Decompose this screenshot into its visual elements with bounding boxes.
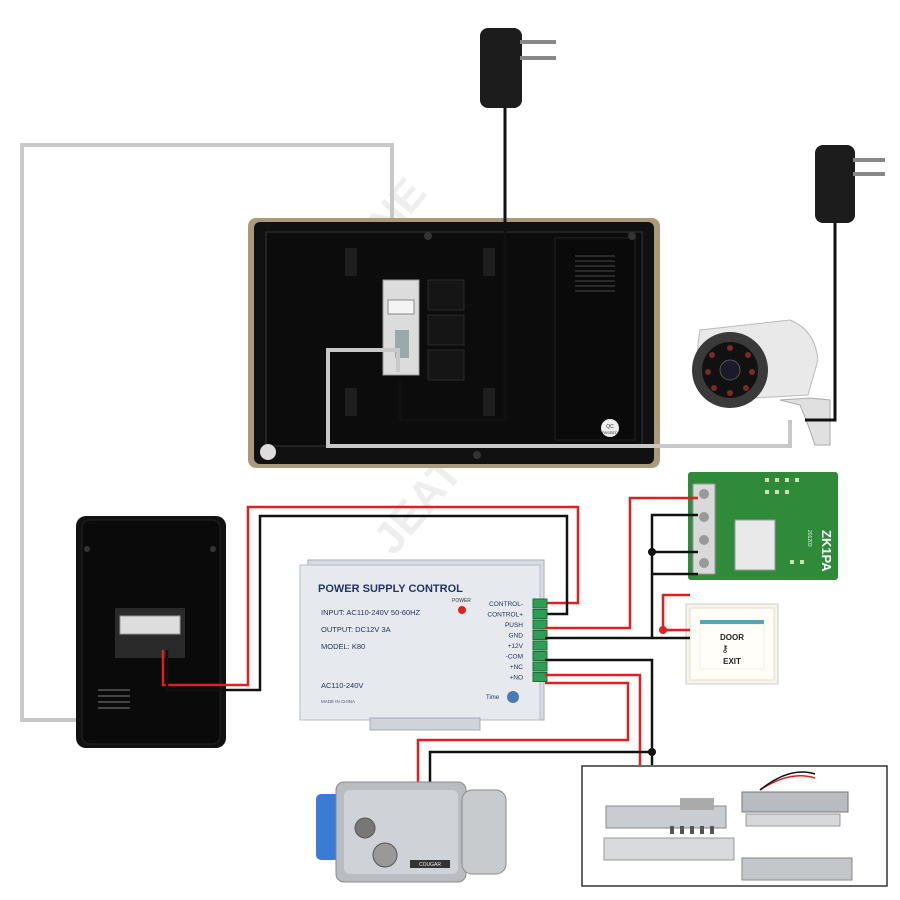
magnetic-lock [741,791,849,813]
terminal-block-0 [532,598,548,609]
lock-options-box [581,765,888,887]
exit-button-wires [652,628,690,640]
key-icon: ⚷ [721,644,728,655]
bolt-lock [605,805,727,829]
psu-terminal-blocks [532,598,548,682]
psu-time-label: Time [486,695,500,701]
exit-top-label: DOOR [720,633,744,642]
indoor-monitor: QC PASSED [248,218,660,468]
relay-code: 201203 [806,530,812,547]
terminal-label-1: CONTROL+ [487,612,523,619]
terminal-label-0: CONTROL- [489,601,523,608]
psu-ac: AC110-240V [321,681,363,690]
speaker-grill [575,255,615,292]
exit-button: DOOR ⚷ EXIT [685,603,779,685]
psu-title: POWER SUPPLY CONTROL [318,583,463,595]
terminal-label-2: PUSH [505,622,523,629]
relay-label: ZK1PA [819,530,834,572]
terminal-block-6 [532,661,548,672]
psu-output: OUTPUT: DC12V 3A [321,625,391,634]
power-supply-box: POWER SUPPLY CONTROL POWER INPUT: AC110-… [299,559,545,731]
time-knob [507,691,519,703]
qc-sub-label: PASSED [602,430,618,435]
outdoor-connector [119,615,181,635]
psu-input: INPUT: AC110-240V 50-60HZ [321,608,420,617]
relay-board: ZK1PA 201203 [688,472,838,580]
psu-terminal-labels: CONTROL- CONTROL+ PUSH GND +12V -COM +NC +NO [487,601,523,682]
red-wire-relay [545,496,698,630]
terminal-block-2 [532,619,548,630]
qc-label: QC [606,424,614,430]
power-adapter-1 [480,28,556,108]
terminal-block-4 [532,640,548,651]
black-wire-relay [545,513,698,640]
electric-lock: COUGAR [316,781,507,883]
monitor-connector-board [382,279,420,376]
electric-strike [741,857,853,881]
terminal-label-7: +NO [509,675,523,682]
terminal-block-5 [532,651,548,661]
gray-wire-camera [326,348,792,448]
psu-model: MODEL: K80 [321,642,365,651]
terminal-block-7 [532,672,548,682]
terminal-label-4: +12V [508,643,524,650]
exit-bottom-label: EXIT [723,657,741,666]
red-wire-outdoor [161,505,580,687]
black-wire-outdoor [165,514,569,692]
qc-sticker [601,419,619,437]
black-wire-adapter-monitor [398,108,507,422]
lock-wires-red [416,673,642,790]
power-led [458,606,466,614]
lock-wires-black [428,658,654,790]
terminal-block-3 [532,630,548,640]
terminal-label-3: GND [509,633,524,640]
psu-made-in: MADE IN CHINA [321,699,355,704]
camera [692,319,831,446]
black-junction-dot-2 [648,748,656,756]
red-junction-dot [659,626,667,634]
terminal-block-1 [532,609,548,619]
power-label: POWER [452,598,471,604]
strike-plate [603,837,735,861]
power-adapter-2 [815,145,885,223]
terminal-label-6: +NC [510,664,523,671]
black-junction-dot-1 [648,548,656,556]
lock-brand: COUGAR [419,862,441,868]
outdoor-unit [76,516,226,748]
terminal-label-5: -COM [506,654,523,661]
black-wire-adapter-camera [805,223,837,422]
